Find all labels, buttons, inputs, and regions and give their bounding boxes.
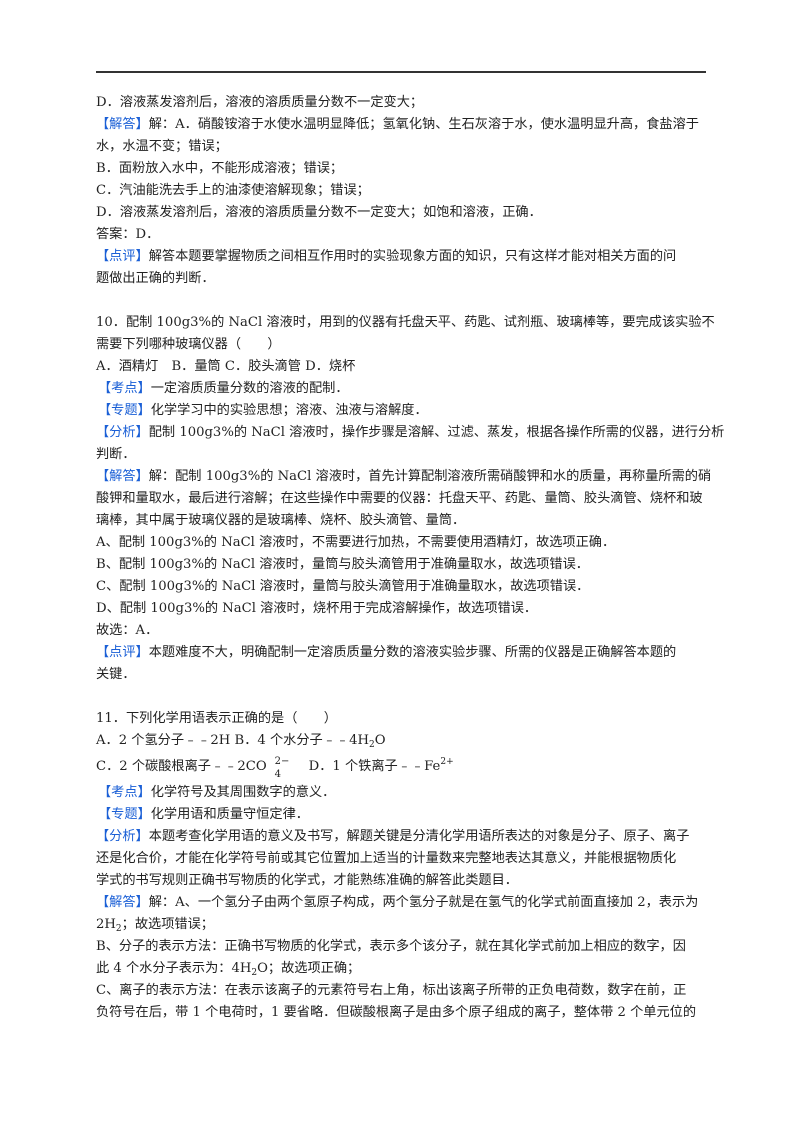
zhuanti-tag: 【专题】	[98, 403, 151, 418]
q11-fenxi-line3: 学式的书写规则正确书写物质的化学式，才能熟练准确的解答此类题目．	[96, 873, 518, 888]
q10-dianping-line2: 关键．	[96, 667, 136, 682]
q10-stem-line1: 10．配制 100g3%的 NaCl 溶液时，用到的仪器有托盘天平、药匙、试剂瓶…	[96, 315, 715, 330]
q10-zhuanti: 【专题】化学学习中的实验思想；溶液、浊液与溶解度．	[98, 403, 428, 418]
q11-jieda-b1: B、分子的表示方法：正确书写物质的化学式，表示多个该分子，就在其化学式前加上相应…	[96, 939, 686, 954]
q9-answer-line2: 水，水温不变；错误；	[96, 139, 228, 154]
q9-comment-line2: 题做出正确的判断．	[96, 271, 215, 286]
answer-tag: 【解答】	[96, 117, 149, 132]
q10-kaodian: 【考点】一定溶质质量分数的溶液的配制．	[98, 381, 349, 396]
q11-jieda-b2: 此 4 个水分子表示为：4H2O；故选项正确；	[96, 961, 361, 978]
q11-stem: 11．下列化学用语表示正确的是（ ）	[96, 711, 337, 726]
jieda-tag: 【解答】	[96, 895, 149, 910]
q9-answer-d: D．溶液蒸发溶剂后，溶液的溶质质量分数不一定变大；如饱和溶液，正确．	[96, 205, 542, 220]
q10-jieda-c: C、配制 100g3%的 NaCl 溶液时，量筒与胶头滴管用于准确量取水，故选项…	[96, 579, 590, 594]
fenxi-tag: 【分析】	[96, 425, 149, 440]
kaodian-tag: 【考点】	[98, 785, 151, 800]
q11-jieda-c1: C、离子的表示方法：在表示该离子的元素符号右上角，标出该离子所带的正负电荷数，数…	[96, 983, 687, 998]
q10-jieda-b: B、配制 100g3%的 NaCl 溶液时，量筒与胶头滴管用于准确量取水，故选项…	[96, 557, 589, 572]
spacer	[96, 290, 708, 312]
q9-answer-b: B．面粉放入水中，不能形成溶液；错误；	[96, 161, 344, 176]
q11-jieda-c2: 负符号在后，带 1 个电荷时，1 要省略．但碳酸根离子是由多个原子组成的离子，整…	[96, 1005, 697, 1020]
document-body: D．溶液蒸发溶剂后，溶液的溶质质量分数不一定变大； 【解答】解：A．硝酸铵溶于水…	[96, 92, 725, 1024]
carbonate-charge-stack: 2−4	[274, 756, 290, 780]
q9-final-answer: 答案：D．	[96, 227, 160, 242]
q10-options: A．酒精灯 B．量筒 C．胶头滴管 D．烧杯	[96, 359, 356, 374]
q10-fenxi-line1: 【分析】配制 100g3%的 NaCl 溶液时，操作步骤是溶解、过滤、蒸发，根据…	[96, 425, 725, 440]
q9-comment-line1: 【点评】解答本题要掌握物质之间相互作用时的实验现象方面的知识，只有这样才能对相关…	[96, 249, 677, 264]
header-rule	[96, 71, 706, 73]
kaodian-tag: 【考点】	[98, 381, 151, 396]
q11-zhuanti: 【专题】化学用语和质量守恒定律．	[98, 807, 309, 822]
q10-jieda-a: A、配制 100g3%的 NaCl 溶液时，不需要进行加热，不需要使用酒精灯，故…	[96, 535, 616, 550]
q11-options-ab: A．2 个氢分子﹣﹣2H B．4 个水分子﹣﹣4H2O	[96, 733, 386, 750]
q10-jieda-line3: 璃棒，其中属于玻璃仪器的是玻璃棒、烧杯、胶头滴管、量筒．	[96, 513, 466, 528]
zhuanti-tag: 【专题】	[98, 807, 151, 822]
q10-fenxi-line2: 判断．	[96, 447, 136, 462]
dianping-tag: 【点评】	[96, 645, 149, 660]
q11-fenxi-line1: 【分析】本题考查化学用语的意义及书写，解题关键是分清化学用语所表达的对象是分子、…	[96, 829, 690, 844]
comment-tag: 【点评】	[96, 249, 149, 264]
q11-fenxi-line2: 还是化合价，才能在化学符号前或其它位置加上适当的计量数来完整地表达其意义，并能根…	[96, 851, 677, 866]
q10-jieda-line1: 【解答】解：配制 100g3%的 NaCl 溶液时，首先计算配制溶液所需硝酸钾和…	[96, 469, 712, 484]
q10-final-answer: 故选：A．	[96, 623, 159, 638]
q11-jieda-line2: 2H2；故选项错误；	[96, 917, 214, 934]
q9-answer-c: C．汽油能洗去手上的油漆使溶解现象；错误；	[96, 183, 370, 198]
spacer	[96, 686, 708, 708]
q10-jieda-d: D、配制 100g3%的 NaCl 溶液时，烧杯用于完成溶解操作，故选项错误．	[96, 601, 538, 616]
q10-dianping-line1: 【点评】本题难度不大，明确配制一定溶质质量分数的溶液实验步骤、所需的仪器是正确解…	[96, 645, 677, 660]
fenxi-tag: 【分析】	[96, 829, 149, 844]
q10-jieda-line2: 酸钾和量取水，最后进行溶解；在这些操作中需要的仪器：托盘天平、药匙、量筒、胶头滴…	[96, 491, 703, 506]
jieda-tag: 【解答】	[96, 469, 149, 484]
q9-option-d: D．溶液蒸发溶剂后，溶液的溶质质量分数不一定变大；	[96, 95, 424, 110]
q11-kaodian: 【考点】化学符号及其周围数字的意义．	[98, 785, 336, 800]
q11-jieda-line1: 【解答】解：A、一个氢分子由两个氢原子构成，两个氢分子就是在氢气的化学式前面直接…	[96, 895, 699, 910]
q9-answer-line1: 【解答】解：A．硝酸铵溶于水使水温明显降低；氢氧化钠、生石灰溶于水，使水温明显升…	[96, 117, 699, 132]
q10-stem-line2: 需要下列哪种玻璃仪器（ ）	[96, 337, 281, 352]
